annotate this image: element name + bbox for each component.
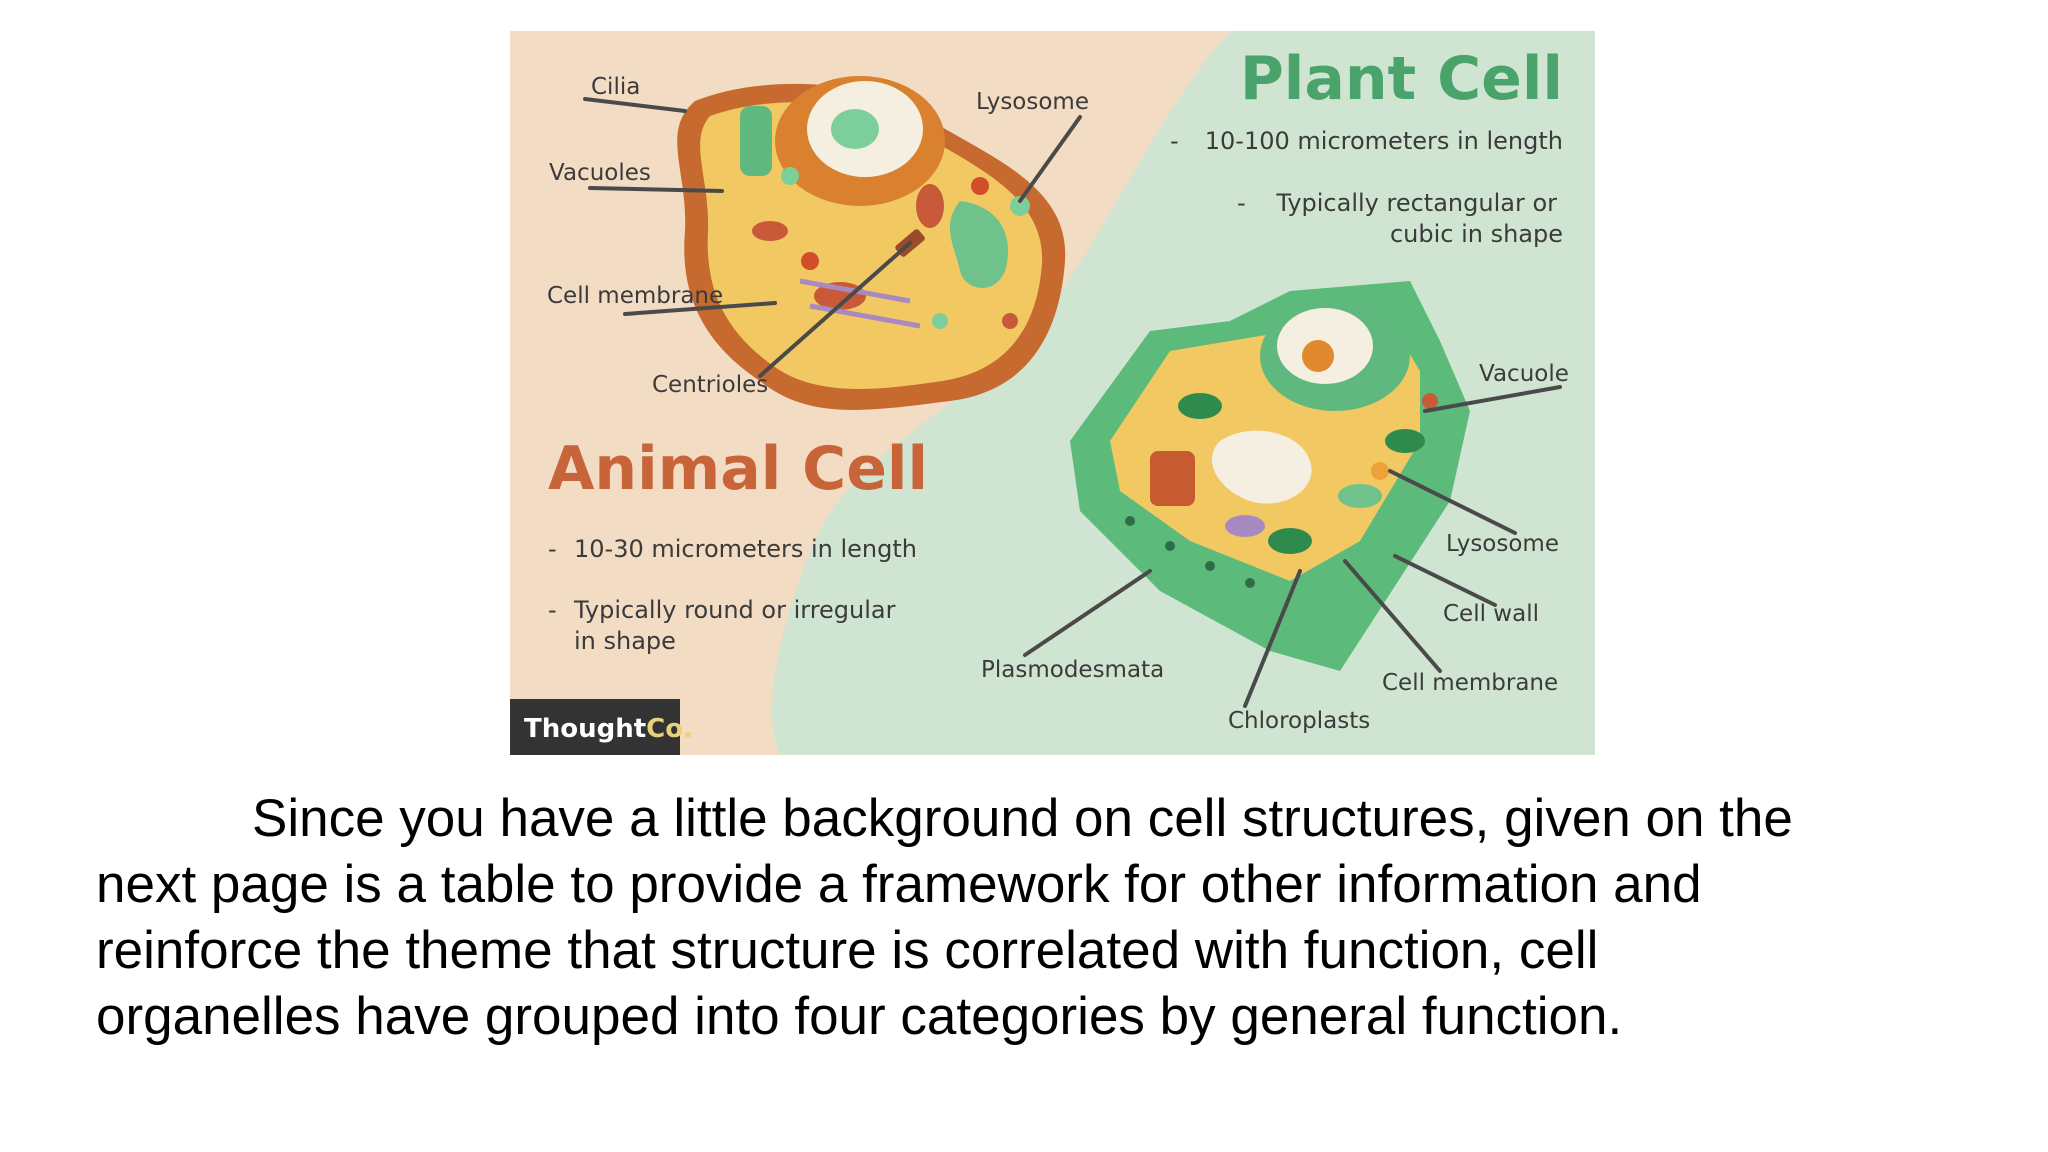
cell-diagram-figure: Cilia Lysosome Vacuoles Cell membrane Ce…: [510, 31, 1595, 755]
caption-line-2: next page is a table to provide a framew…: [96, 855, 1702, 914]
label-cilia: Cilia: [591, 74, 640, 100]
pointer-plasmodesmata: [1023, 569, 1152, 657]
caption-paragraph: Since you have a little background on ce…: [96, 786, 1976, 1050]
plant-bullet-2-line-2: cubic in shape: [1390, 220, 1563, 248]
animal-bullet-1: 10-30 micrometers in length: [574, 535, 917, 563]
animal-bullet-dash-1: -: [548, 535, 557, 563]
caption-line-4: organelles have grouped into four catego…: [96, 987, 1623, 1046]
label-animal-lysosome: Lysosome: [976, 89, 1089, 115]
svg-text:ThoughtCo.: ThoughtCo.: [524, 714, 693, 744]
pointer-animal-cell-membrane: [623, 301, 777, 316]
label-plasmodesmata: Plasmodesmata: [981, 657, 1164, 683]
caption-line-1: Since you have a little background on ce…: [252, 789, 1793, 848]
pointer-plant-cell-membrane: [1343, 559, 1442, 673]
label-plant-lysosome: Lysosome: [1446, 531, 1559, 557]
animal-bullet-dash-2: -: [548, 596, 557, 624]
pointer-cilia: [583, 97, 687, 113]
plant-cell-illustration: [1070, 281, 1470, 671]
plant-cell-title: Plant Cell: [1240, 44, 1563, 114]
logo-thought: Thought: [524, 714, 646, 744]
label-vacuoles: Vacuoles: [549, 160, 651, 186]
pointer-plant-lysosome: [1388, 469, 1517, 535]
pointer-vacuole: [1423, 385, 1562, 413]
pointer-cell-wall: [1393, 554, 1497, 607]
animal-cell-title: Animal Cell: [548, 434, 928, 504]
pointer-centrioles: [758, 241, 912, 378]
pointer-animal-lysosome: [1018, 115, 1082, 203]
label-centrioles: Centrioles: [652, 372, 768, 398]
animal-cell-illustration: [677, 76, 1066, 410]
label-cell-wall: Cell wall: [1443, 601, 1539, 627]
pointer-chloroplasts: [1243, 569, 1302, 708]
plant-bullet-dash-2: -: [1237, 189, 1246, 217]
plant-bullet-1: 10-100 micrometers in length: [1205, 127, 1563, 155]
pointer-vacuoles: [588, 186, 724, 193]
label-animal-cell-membrane: Cell membrane: [547, 283, 723, 309]
label-chloroplasts: Chloroplasts: [1228, 708, 1370, 734]
thoughtco-logo: ThoughtCo.: [510, 699, 693, 755]
plant-bullet-2-line-1: Typically rectangular or: [1275, 189, 1557, 217]
caption-line-3: reinforce the theme that structure is co…: [96, 921, 1599, 980]
animal-bullet-2-line-1: Typically round or irregular: [573, 596, 896, 624]
animal-bullet-2-line-2: in shape: [574, 627, 676, 655]
plant-bullet-dash-1: -: [1170, 127, 1179, 155]
logo-co: Co.: [646, 714, 693, 744]
label-plant-cell-membrane: Cell membrane: [1382, 670, 1558, 696]
label-vacuole: Vacuole: [1479, 361, 1569, 387]
